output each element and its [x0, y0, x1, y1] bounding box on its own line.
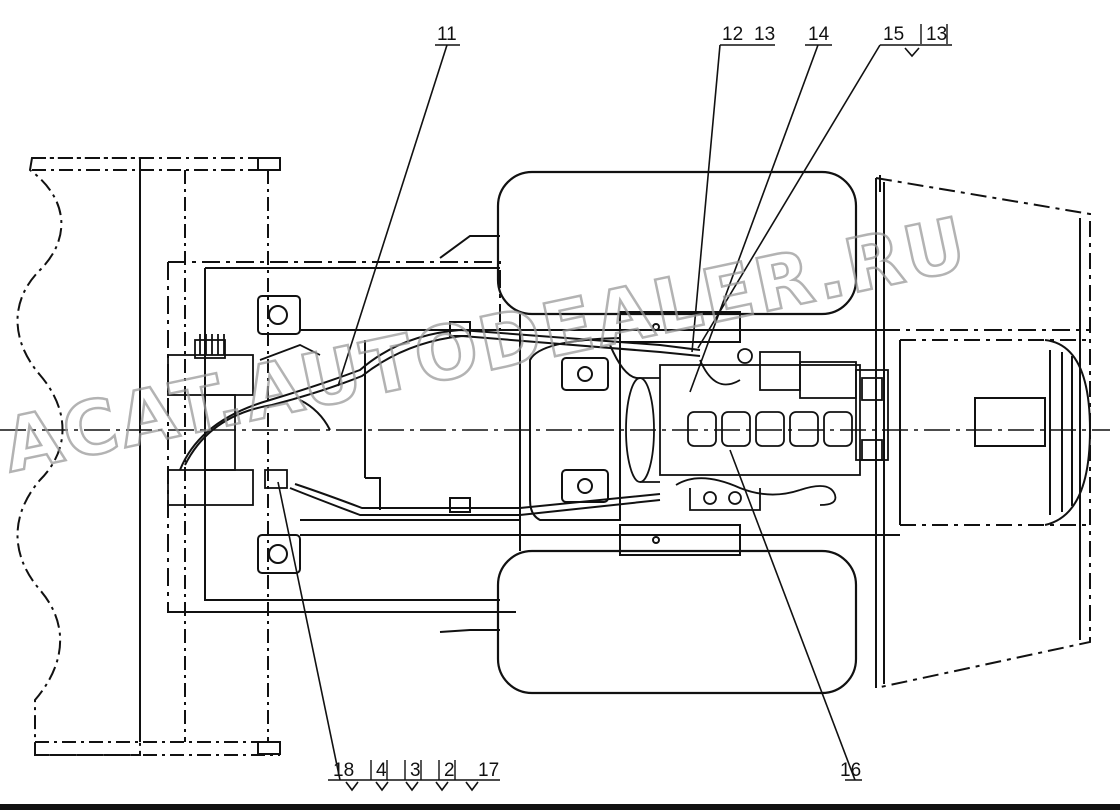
callout-2: 2	[444, 760, 455, 781]
leader-lines	[277, 44, 952, 792]
valve-block	[167, 334, 321, 506]
front-tire-lower	[496, 549, 858, 695]
hydraulic-lines	[179, 328, 701, 516]
callout-14: 14	[808, 24, 830, 45]
callout-11: 11	[437, 24, 457, 45]
callout-17: 17	[478, 760, 499, 781]
callout-13-qty: 13	[926, 24, 947, 45]
front-bucket	[16, 157, 281, 756]
callout-15: 15	[883, 24, 904, 45]
front-tire-upper	[496, 170, 858, 316]
callout-labels: 11 12 13 14 15 13 18 4 3 2 17 16	[333, 24, 948, 781]
bottom-border	[0, 804, 1120, 810]
callout-12: 12	[722, 24, 743, 45]
callout-13: 13	[754, 24, 775, 45]
callout-18: 18	[333, 760, 354, 781]
engine-block	[625, 348, 889, 511]
callout-3: 3	[410, 760, 421, 781]
callout-16: 16	[840, 760, 861, 781]
callout-4: 4	[376, 760, 387, 781]
rear-frame	[875, 175, 1092, 689]
